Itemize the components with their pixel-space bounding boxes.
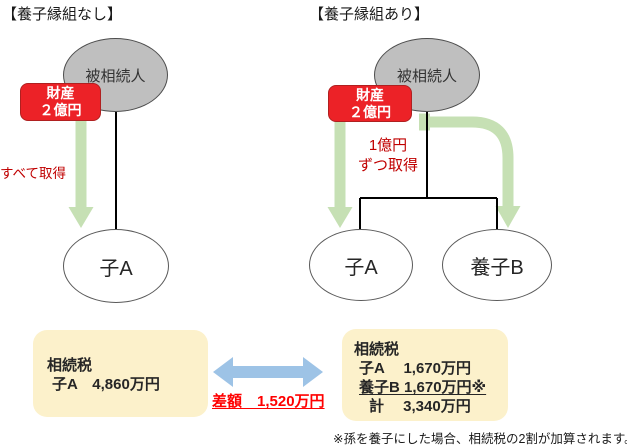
footnote: ※孫を養子にした場合、相続税の2割が加算されます。 — [333, 432, 627, 446]
difference-double-arrow — [213, 357, 323, 387]
left-asset-box: 財産 ２億円 — [20, 83, 101, 121]
left-panel-title: 【養子縁組なし】 — [2, 6, 123, 23]
right-decedent-label: 被相続人 — [396, 67, 457, 85]
right-tax-title: 相続税 — [354, 341, 400, 358]
left-transfer-arrow — [68, 120, 94, 228]
right-childA-label: 子A — [344, 256, 378, 279]
left-childA-label: 子A — [99, 257, 133, 280]
left-decedent-label: 被相続人 — [85, 67, 146, 85]
curved-transfer-arrow-childB — [421, 116, 514, 206]
right-tax-line-total: 計 3,340万円 — [354, 398, 471, 415]
right-tax-line-childA: 子A 1,670万円 — [359, 360, 471, 377]
left-tax-box: 相続税 子A 4,860万円 — [33, 330, 208, 417]
difference-label: 差額 1,520万円 — [212, 393, 325, 410]
right-childB-label: 養子B — [470, 256, 524, 279]
family-tree-lines — [115, 112, 498, 229]
right-tax-line-childB: 養子B 1,670万円※ — [359, 379, 487, 396]
right-transfer-arrow-childA — [327, 122, 353, 228]
left-transfer-note: すべて取得 — [0, 166, 67, 181]
right-transfer-note: 1億円 ずつ取得 — [357, 137, 418, 174]
left-tax-line-childA: 子A 4,860万円 — [52, 376, 160, 393]
right-panel-title: 【養子縁組あり】 — [309, 6, 430, 23]
curved-arrow-head — [495, 206, 521, 228]
right-asset-box: 財産 ２億円 — [328, 85, 412, 122]
right-tax-box: 相続税 子A 1,670万円 養子B 1,670万円※ 計 3,340万円 — [342, 329, 508, 421]
left-childA-ellipse: 子A — [63, 229, 169, 303]
right-childA-ellipse: 子A — [309, 229, 413, 301]
right-childB-ellipse: 養子B — [442, 229, 552, 301]
left-tax-title: 相続税 — [47, 357, 93, 374]
